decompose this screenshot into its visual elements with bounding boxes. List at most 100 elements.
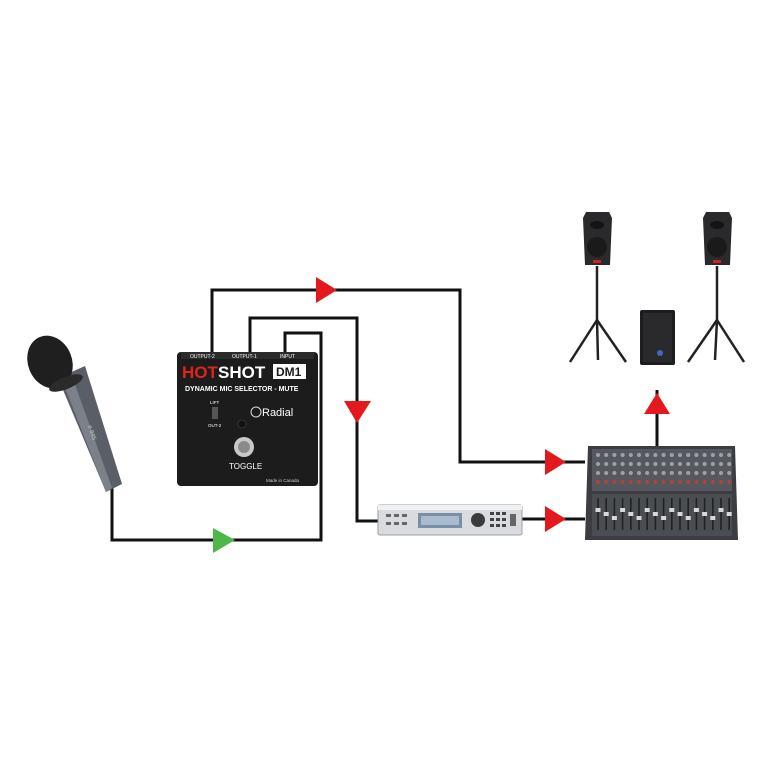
cables: [110, 288, 659, 542]
processor-display-glass: [421, 516, 459, 525]
mixer-knob: [727, 462, 732, 466]
speaker-left-horn: [590, 221, 604, 229]
mixer-knob: [702, 471, 707, 475]
mixer-knob: [620, 462, 625, 466]
mixer-fader-slot: [712, 498, 714, 530]
mixer-knob: [653, 453, 658, 457]
cable-output1-to-processor: [248, 316, 378, 523]
speaker-left-stand: [568, 266, 628, 363]
mixer-knob: [719, 453, 723, 457]
speaker-left-badge: [593, 260, 601, 263]
mixer-knob: [669, 453, 674, 457]
brand-shot: SHOT: [218, 363, 266, 382]
mixer-knob: [604, 480, 609, 484]
model-text: DM1: [276, 365, 302, 379]
mixer-knob: [653, 462, 658, 466]
cable-output2-to-mixer: [210, 288, 585, 464]
mixer-fader-cap: [603, 512, 609, 516]
mixer-fader-slot: [638, 498, 640, 530]
hotshot-dm1-box: OUTPUT-2 OUTPUT-1 INPUT HOT SHOT DM1 DYN…: [177, 352, 318, 486]
mixer-knob: [727, 453, 732, 457]
mixer-knob: [637, 480, 641, 484]
model-badge: [273, 364, 306, 379]
mixer-fader-cap: [595, 508, 601, 512]
mixer-fader-slot: [662, 498, 665, 530]
mic-signal-arrow-icon: [213, 528, 235, 553]
speaker-left: [568, 212, 628, 363]
mixer-knob: [661, 453, 666, 457]
radial-logo-icon: [250, 406, 262, 418]
mixer: [585, 446, 738, 540]
mixer-knob: [596, 471, 600, 475]
switch-label-bottom: OUT-2: [208, 423, 222, 428]
mixer-knob: [694, 453, 699, 457]
processor-top: [378, 505, 522, 510]
mixer-knob: [702, 453, 707, 457]
mixer-fader-cap: [726, 512, 732, 516]
mixer-knob: [669, 471, 674, 475]
mixer-knob: [653, 480, 658, 484]
mixer-fader-cap: [628, 512, 634, 516]
processor: [377, 504, 523, 536]
mixer-knob: [678, 453, 682, 457]
mixer-knob: [686, 462, 691, 466]
mixer-knob: [596, 453, 600, 457]
made-in-canada: Made in Canada: [266, 478, 300, 483]
mixer-fader-slot: [621, 498, 624, 530]
radial-logo-text: Radial: [262, 407, 293, 419]
mixer-fader-cap: [669, 508, 675, 512]
mixer-knob: [628, 480, 633, 484]
mixer-knob: [719, 480, 723, 484]
mixer-knob: [661, 462, 666, 466]
toggle-label: TOGGLE: [229, 462, 262, 471]
mixer-knob: [727, 471, 732, 475]
mixer-knob: [596, 462, 600, 466]
mixer-fader-cap: [718, 508, 724, 512]
arrow-right-icon: [545, 449, 566, 475]
mixer-knob: [661, 471, 666, 475]
mixer-knob: [710, 462, 715, 466]
mixer-fader-slot: [646, 498, 648, 530]
mixer-knob: [719, 471, 723, 475]
mixer-fader-cap: [702, 512, 708, 516]
status-led: [237, 419, 247, 429]
mixer-knob: [653, 471, 658, 475]
mixer-knob: [678, 480, 682, 484]
hotshot-panel: [177, 352, 318, 486]
label-output-1: OUTPUT-1: [232, 354, 257, 360]
mixer-fader-slot: [671, 498, 673, 530]
hotshot-top-edge: [181, 352, 314, 359]
mixer-knob: [612, 462, 617, 466]
mixer-knob: [645, 471, 650, 475]
mixer-fader-slot: [597, 498, 599, 530]
microphone: e 845: [27, 335, 122, 492]
cable-mic-to-input: [110, 331, 323, 542]
subwoofer: [640, 310, 675, 365]
mixer-knob: [604, 471, 609, 475]
mixer-fader-cap: [685, 516, 691, 520]
speaker-right: [686, 212, 746, 363]
mixer-knob: [669, 462, 674, 466]
processor-buttons: [386, 514, 516, 526]
arrows: [213, 277, 670, 553]
mixer-knob: [694, 462, 699, 466]
arrow-right-icon: [545, 506, 566, 532]
mixer-knob: [727, 480, 732, 484]
mixer-fader-cap: [652, 512, 658, 516]
mixer-knob: [686, 453, 691, 457]
mixer-knob: [686, 471, 691, 475]
mixer-knob: [620, 480, 625, 484]
speaker-right-horn: [710, 221, 724, 229]
microphone-grille-ring: [49, 374, 83, 392]
mixer-knob: [628, 471, 633, 475]
switch-label-top: LIFT: [210, 400, 220, 405]
mixer-fader-cap: [677, 512, 683, 516]
label-output-2: OUTPUT-2: [190, 354, 215, 360]
mixer-knob: [612, 453, 617, 457]
mixer-knob: [678, 462, 682, 466]
mixer-knob: [694, 471, 699, 475]
mixer-knob: [686, 480, 691, 484]
mixer-channel-strips: [595, 453, 732, 530]
mixer-fader-slot: [695, 498, 698, 530]
arrow-right-icon: [316, 277, 337, 303]
